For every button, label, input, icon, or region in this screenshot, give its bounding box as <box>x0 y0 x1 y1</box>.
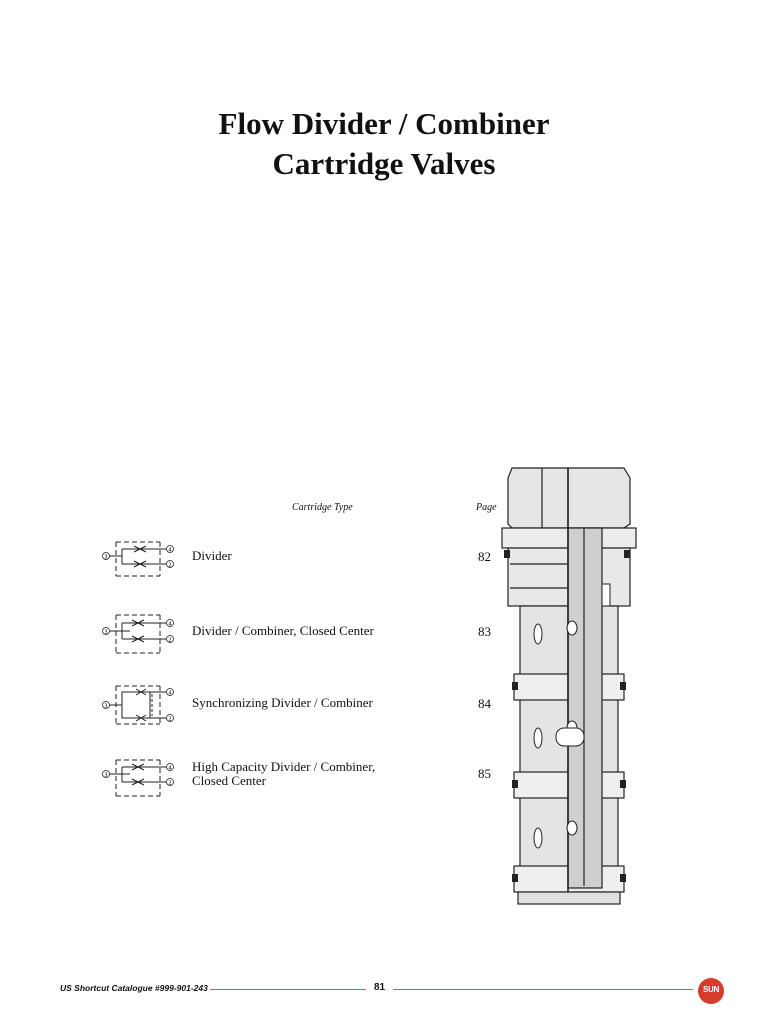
port-number-label: 3 <box>104 630 107 636</box>
divider-combiner-closed-center-symbol-icon: 3 4 2 <box>102 614 174 654</box>
column-header-cartridge-type: Cartridge Type <box>292 502 353 513</box>
synchronizing-divider-combiner-symbol-icon: 3 4 2 <box>102 685 174 725</box>
sun-logo-icon: SUN <box>698 978 724 1004</box>
port-number-label: 2 <box>168 563 171 569</box>
divider-symbol-icon: 3 4 2 <box>102 541 174 577</box>
row-1-page: 82 <box>478 549 491 564</box>
row-1-label: Divider <box>192 548 232 563</box>
footer-rule-left <box>210 989 366 990</box>
port-number-label: 2 <box>168 717 171 723</box>
cartridge-valve-cutaway-illustration <box>501 467 637 905</box>
port-number-label: 4 <box>168 691 171 697</box>
row-4-label: High Capacity Divider / Combiner, Closed… <box>192 759 376 788</box>
row-2-page: 83 <box>478 624 491 639</box>
column-header-page: Page <box>476 502 497 513</box>
title-line-2: Cartridge Valves <box>272 146 496 181</box>
page-title: Flow Divider / Combiner Cartridge Valves <box>0 104 768 184</box>
port-number-label: 3 <box>104 704 107 710</box>
title-line-1: Flow Divider / Combiner <box>218 106 550 141</box>
port-number-label: 4 <box>168 766 171 772</box>
port-number-label: 4 <box>168 548 171 554</box>
footer-catalogue-number: US Shortcut Catalogue #999-901-243 <box>60 983 208 993</box>
high-capacity-divider-combiner-symbol-icon: 3 4 2 <box>102 759 174 797</box>
row-3-page: 84 <box>478 696 491 711</box>
footer-rule-right <box>393 989 693 990</box>
port-number-label: 3 <box>104 555 107 561</box>
port-number-label: 4 <box>168 622 171 628</box>
port-number-label: 2 <box>168 781 171 787</box>
port-number-label: 2 <box>168 638 171 644</box>
page-number: 81 <box>374 982 386 993</box>
row-2-label: Divider / Combiner, Closed Center <box>192 623 374 638</box>
port-number-label: 3 <box>104 773 107 779</box>
row-4-page: 85 <box>478 766 491 781</box>
row-3-label: Synchronizing Divider / Combiner <box>192 695 373 710</box>
